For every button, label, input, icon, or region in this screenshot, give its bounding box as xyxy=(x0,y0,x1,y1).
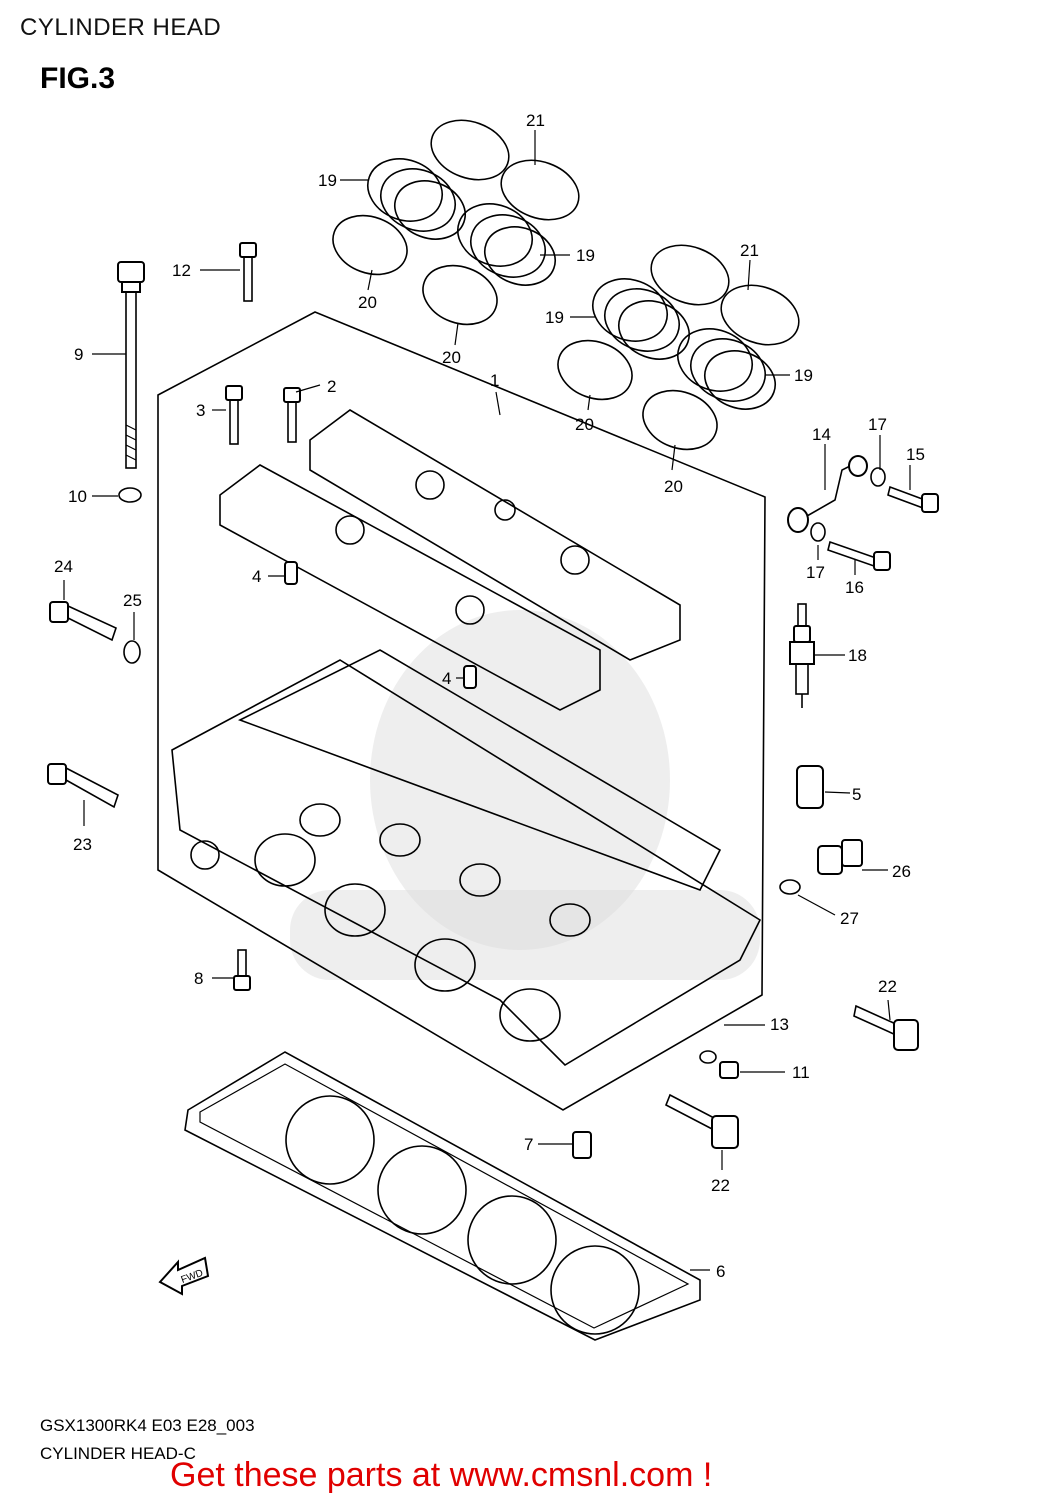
clamp-20-c xyxy=(557,339,633,401)
model-code: GSX1300RK4 E03 E28_003 xyxy=(40,1416,255,1435)
callout-26: 26 xyxy=(892,862,911,881)
intake-boot-19-b xyxy=(457,203,533,267)
callout-13: 13 xyxy=(770,1015,789,1034)
watermark-logo xyxy=(290,610,760,980)
clamp-21-b xyxy=(500,159,580,221)
dowel-pin-7 xyxy=(572,1131,592,1159)
forward-direction-arrow: FWD xyxy=(158,1256,210,1296)
callout-3: 3 xyxy=(196,401,205,420)
intake-boot-19-c xyxy=(592,278,668,342)
callout-23: 23 xyxy=(73,835,92,854)
callout-18: 18 xyxy=(848,646,867,665)
bolt-2 xyxy=(283,387,301,443)
callout-21-a: 21 xyxy=(526,111,545,130)
washer-17-b xyxy=(810,522,826,542)
part-5 xyxy=(796,765,824,809)
head-gasket-6 xyxy=(184,1051,701,1341)
callout-22-b: 22 xyxy=(711,1176,730,1195)
intake-boot-19-a xyxy=(367,158,443,222)
callout-19-d: 19 xyxy=(794,366,813,385)
callout-24: 24 xyxy=(54,557,73,576)
promo-link-text[interactable]: Get these parts at www.cmsnl.com ! xyxy=(170,1456,713,1494)
callout-2: 2 xyxy=(327,377,336,396)
clamp-20-a xyxy=(332,214,408,276)
callout-25: 25 xyxy=(123,591,142,610)
callout-20-d: 20 xyxy=(664,477,683,496)
callout-17-a: 17 xyxy=(868,415,887,434)
callout-15: 15 xyxy=(906,445,925,464)
washer-17-a xyxy=(870,467,886,487)
bolt-22-bottom xyxy=(664,1093,739,1149)
dowel-pin-4-b xyxy=(463,665,477,689)
callout-22-a: 22 xyxy=(878,977,897,996)
clamp-21-d xyxy=(720,284,800,346)
figure-label: FIG.3 xyxy=(40,62,116,95)
head-bolt-9 xyxy=(117,261,145,469)
washer-27 xyxy=(779,879,801,895)
clamp-20-d xyxy=(642,389,718,451)
bolt-22-right xyxy=(853,1004,919,1051)
callout-27: 27 xyxy=(840,909,859,928)
cylinder-head-casting xyxy=(171,649,762,1067)
callout-20-c: 20 xyxy=(575,415,594,434)
spark-plug-18 xyxy=(789,603,815,708)
callout-20-b: 20 xyxy=(442,348,461,367)
bolt-12 xyxy=(239,242,257,302)
callout-5: 5 xyxy=(852,785,861,804)
callout-4-b: 4 xyxy=(442,669,451,688)
page-header-title: CYLINDER HEAD xyxy=(20,14,222,41)
callout-19-c: 19 xyxy=(545,308,564,327)
bolt-8 xyxy=(233,949,251,991)
callout-7: 7 xyxy=(524,1135,533,1154)
intake-boot-group-upper xyxy=(332,119,580,326)
clamp-21-a xyxy=(430,119,510,181)
oil-pipe-14 xyxy=(787,455,868,533)
washer-13 xyxy=(699,1050,717,1064)
bolt-15 xyxy=(887,485,939,513)
sensor-26 xyxy=(817,839,863,875)
leader-lines xyxy=(63,130,911,1271)
callout-6: 6 xyxy=(716,1262,725,1281)
bolt-3 xyxy=(225,385,243,445)
callout-14: 14 xyxy=(812,425,831,444)
bolt-16 xyxy=(827,540,891,571)
callout-19-a: 19 xyxy=(318,171,337,190)
callout-12: 12 xyxy=(172,261,191,280)
intake-boot-19-d xyxy=(677,328,753,392)
callout-11: 11 xyxy=(792,1063,810,1082)
callout-4-a: 4 xyxy=(252,567,261,586)
section-code: CYLINDER HEAD-C xyxy=(40,1444,196,1463)
camshaft-holder-rails xyxy=(219,409,681,711)
callout-9: 9 xyxy=(74,345,83,364)
callout-8: 8 xyxy=(194,969,203,988)
bolt-23 xyxy=(47,763,119,809)
callout-17-b: 17 xyxy=(806,563,825,582)
dowel-pin-4-a xyxy=(284,561,298,585)
bolt-24 xyxy=(49,601,117,642)
intake-boot-group-lower xyxy=(557,244,800,451)
callout-1: 1 xyxy=(490,371,499,390)
clamp-20-b xyxy=(422,264,498,326)
clamp-21-c xyxy=(650,244,730,306)
callout-labels: 1 2 3 4 4 5 6 7 8 9 10 11 12 13 14 15 16… xyxy=(54,111,925,1281)
cylinder-head-outline xyxy=(157,311,766,1111)
callout-16: 16 xyxy=(845,578,864,597)
callout-20-a: 20 xyxy=(358,293,377,312)
callout-19-b: 19 xyxy=(576,246,595,265)
washer-25 xyxy=(123,640,141,664)
callout-21-b: 21 xyxy=(740,241,759,260)
washer-10 xyxy=(118,487,142,503)
bolt-11 xyxy=(719,1061,739,1079)
callout-10: 10 xyxy=(68,487,87,506)
